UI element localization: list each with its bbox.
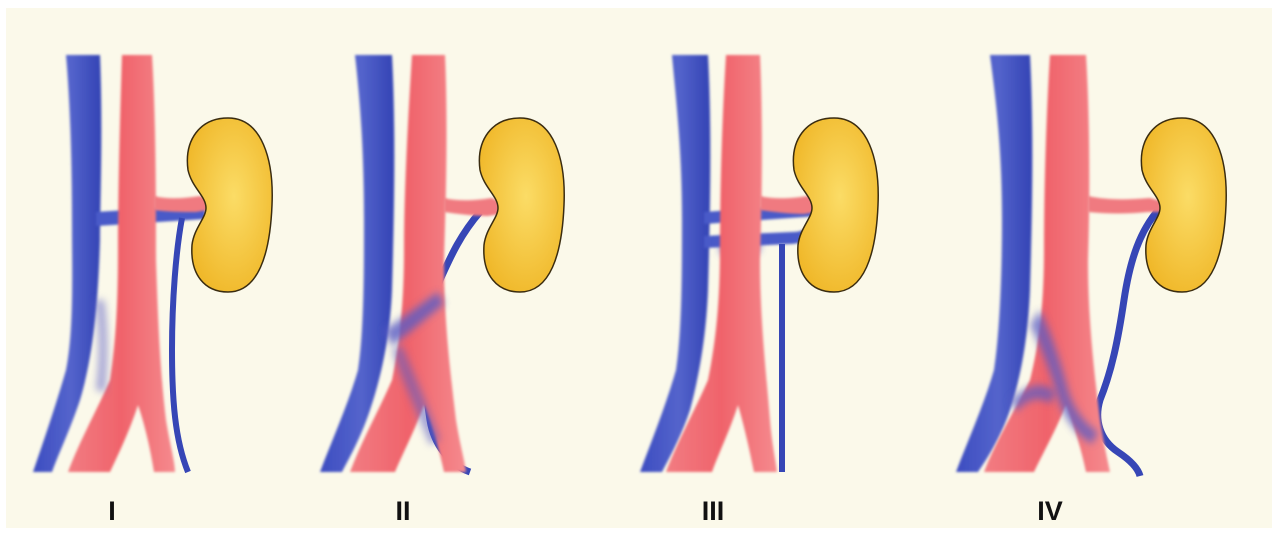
panel-label-i: I bbox=[72, 496, 152, 527]
renal-artery bbox=[154, 196, 210, 212]
panel-label-ii: II bbox=[363, 496, 443, 527]
panel-label-iv: IV bbox=[1010, 496, 1090, 527]
panel-label-iii: III bbox=[673, 496, 753, 527]
